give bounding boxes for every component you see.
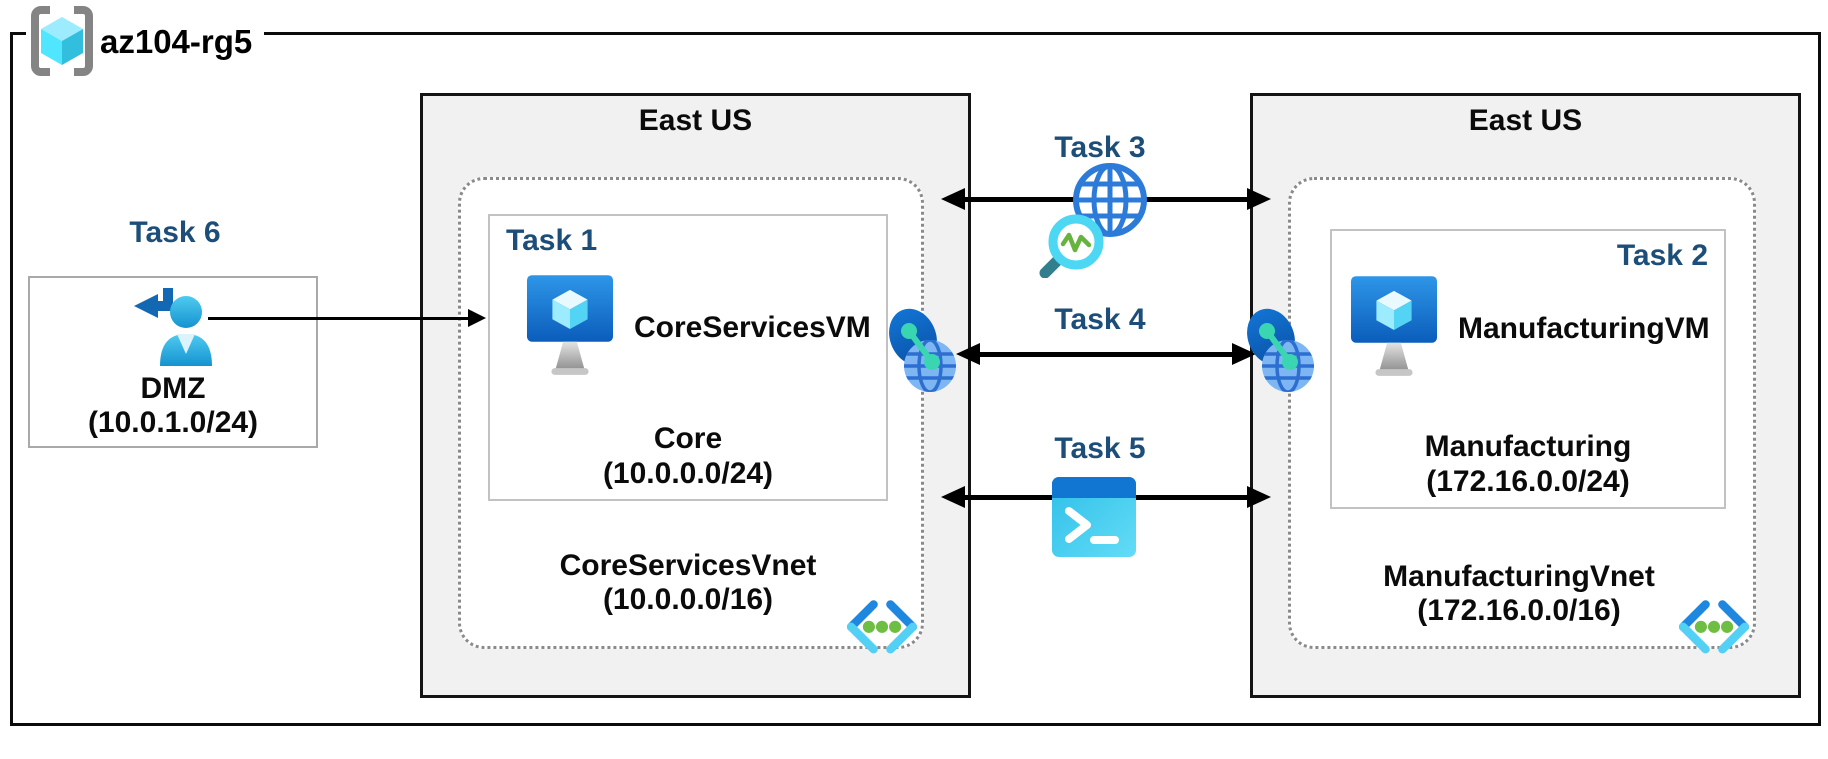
virtual-network-icon bbox=[846, 600, 918, 654]
resource-group-icon bbox=[31, 6, 93, 76]
region-title-core: East US bbox=[638, 104, 753, 137]
arrowhead-right-icon bbox=[1247, 188, 1271, 210]
core-vnet-cidr: (10.0.0.0/16) bbox=[602, 583, 774, 616]
manufacturing-vnet-caption: ManufacturingVnet (172.16.0.0/16) bbox=[1288, 560, 1750, 628]
manufacturing-vm-name: ManufacturingVM bbox=[1458, 312, 1710, 345]
virtual-machine-icon bbox=[1350, 276, 1438, 376]
manufacturing-subnet-cidr: (172.16.0.0/24) bbox=[1426, 465, 1630, 498]
core-vnet-name: CoreServicesVnet bbox=[559, 549, 817, 582]
task5-label: Task 5 bbox=[1054, 432, 1146, 465]
core-vm-row: CoreServicesVM bbox=[526, 274, 871, 382]
dmz-user-icon bbox=[134, 288, 212, 366]
task4-label: Task 4 bbox=[1054, 303, 1146, 336]
arrowhead-right-icon bbox=[1247, 486, 1271, 508]
arrowhead-right-icon bbox=[1232, 343, 1256, 365]
core-vnet-caption: CoreServicesVnet (10.0.0.0/16) bbox=[458, 549, 918, 617]
core-subnet-box: Task 1 CoreServicesVM Core (10.0.0.0/24) bbox=[488, 214, 888, 501]
cloud-shell-icon bbox=[1052, 477, 1136, 557]
dmz-box: DMZ (10.0.1.0/24) bbox=[28, 276, 318, 448]
core-subnet-name: Core bbox=[653, 422, 723, 455]
core-vm-name: CoreServicesVM bbox=[634, 311, 871, 344]
arrow-shaft bbox=[208, 316, 468, 320]
manufacturing-vnet-name: ManufacturingVnet bbox=[1383, 560, 1655, 593]
task1-label: Task 1 bbox=[506, 224, 598, 257]
core-subnet-caption: Core (10.0.0.0/24) bbox=[490, 421, 886, 491]
arrowhead-left-icon bbox=[956, 343, 980, 365]
virtual-machine-icon bbox=[526, 275, 614, 375]
task4-arrow bbox=[956, 342, 1256, 366]
dmz-cidr: (10.0.1.0/24) bbox=[87, 406, 259, 439]
task2-label: Task 2 bbox=[1616, 239, 1708, 272]
dmz-name: DMZ bbox=[140, 372, 206, 405]
manufacturing-vm-row: ManufacturingVM bbox=[1350, 275, 1710, 383]
core-subnet-cidr: (10.0.0.0/24) bbox=[602, 457, 774, 490]
resource-group-name: az104-rg5 bbox=[100, 22, 253, 60]
vnet-peering-icon bbox=[889, 308, 956, 392]
network-watcher-icon bbox=[1039, 163, 1147, 278]
dmz-to-core-arrow bbox=[208, 309, 486, 327]
resource-group-badge: az104-rg5 bbox=[26, 2, 265, 80]
manufacturing-subnet-name: Manufacturing bbox=[1424, 430, 1632, 463]
arrow-shaft bbox=[980, 351, 1232, 357]
task6-label: Task 6 bbox=[129, 216, 221, 249]
vnet-peering-icon bbox=[1247, 308, 1314, 392]
manufacturing-subnet-caption: Manufacturing (172.16.0.0/24) bbox=[1332, 429, 1724, 499]
arrowhead-right-icon bbox=[468, 309, 486, 327]
manufacturing-subnet-box: Task 2 ManufacturingVM Manufacturing (17… bbox=[1330, 229, 1726, 509]
virtual-network-icon bbox=[1678, 600, 1750, 654]
manufacturing-vnet-cidr: (172.16.0.0/16) bbox=[1417, 594, 1621, 627]
arrowhead-left-icon bbox=[941, 486, 965, 508]
task3-label: Task 3 bbox=[1054, 131, 1146, 164]
arrowhead-left-icon bbox=[941, 188, 965, 210]
region-title-manufacturing: East US bbox=[1468, 104, 1583, 137]
